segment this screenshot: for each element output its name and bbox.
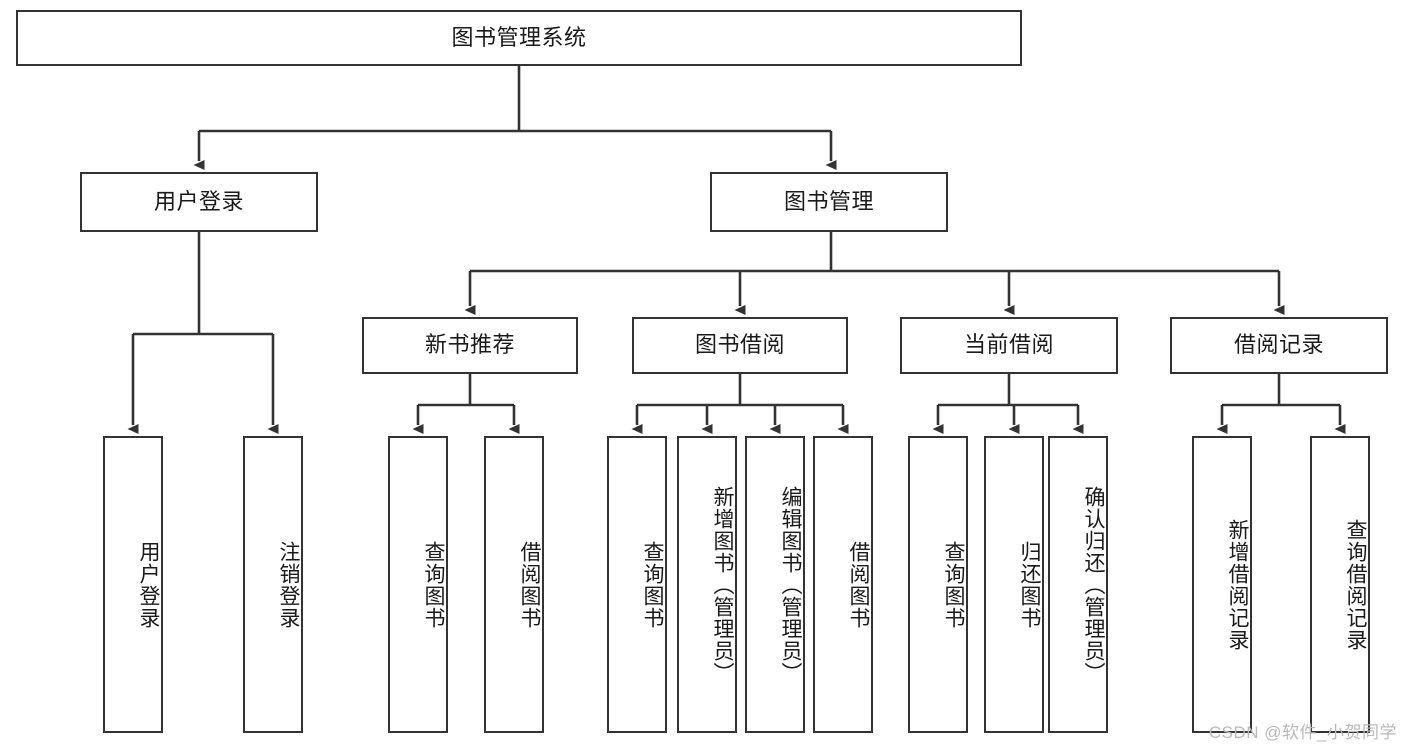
node-user-login[interactable]: 用户登录 <box>80 172 318 232</box>
node-user-login-label: 用户登录 <box>153 188 244 214</box>
node-leaf-query-book-rec-label: 查询图书 <box>422 540 445 629</box>
node-leaf-user-login[interactable]: 用户登录 <box>103 436 163 733</box>
node-book-manage-label: 图书管理 <box>783 188 874 214</box>
node-new-book-recommend-label: 新书推荐 <box>424 332 515 358</box>
node-borrow-record-label: 借阅记录 <box>1233 332 1324 358</box>
node-leaf-borrow-book[interactable]: 借阅图书 <box>813 436 873 733</box>
node-leaf-add-book-admin[interactable]: 新增图书（管理员） <box>677 436 737 733</box>
node-leaf-query-book-borrow-label: 查询图书 <box>641 540 664 629</box>
node-leaf-borrow-book-label: 借阅图书 <box>847 540 870 629</box>
node-leaf-return-book-label: 归还图书 <box>1018 540 1041 629</box>
node-new-book-recommend[interactable]: 新书推荐 <box>362 317 578 374</box>
node-leaf-borrow-book-rec[interactable]: 借阅图书 <box>484 436 544 733</box>
node-leaf-query-book-rec[interactable]: 查询图书 <box>388 436 448 733</box>
node-book-borrow[interactable]: 图书借阅 <box>632 317 848 374</box>
node-root[interactable]: 图书管理系统 <box>16 10 1022 66</box>
node-leaf-edit-book-admin-label: 编辑图书（管理员） <box>779 485 802 684</box>
node-current-borrow-label: 当前借阅 <box>963 332 1054 358</box>
node-leaf-add-book-admin-label: 新增图书（管理员） <box>711 485 734 684</box>
node-leaf-query-book-current-label: 查询图书 <box>942 540 965 629</box>
node-leaf-query-borrow-record-label: 查询借阅记录 <box>1344 518 1367 651</box>
node-leaf-confirm-return-admin[interactable]: 确认归还（管理员） <box>1048 436 1108 733</box>
node-book-borrow-label: 图书借阅 <box>694 332 785 358</box>
node-root-label: 图书管理系统 <box>451 24 587 50</box>
node-current-borrow[interactable]: 当前借阅 <box>900 317 1118 374</box>
node-leaf-query-borrow-record[interactable]: 查询借阅记录 <box>1310 436 1370 733</box>
node-leaf-return-book[interactable]: 归还图书 <box>984 436 1044 733</box>
node-leaf-query-book-current[interactable]: 查询图书 <box>908 436 968 733</box>
node-book-manage[interactable]: 图书管理 <box>710 172 948 232</box>
node-leaf-confirm-return-admin-label: 确认归还（管理员） <box>1082 485 1105 684</box>
node-leaf-user-logout-label: 注销登录 <box>277 540 300 629</box>
node-leaf-user-login-label: 用户登录 <box>137 540 160 629</box>
node-leaf-add-borrow-record-label: 新增借阅记录 <box>1226 518 1249 651</box>
watermark-text: CSDN @软件_小贺同学 <box>1208 723 1397 742</box>
node-leaf-borrow-book-rec-label: 借阅图书 <box>518 540 541 629</box>
node-leaf-query-book-borrow[interactable]: 查询图书 <box>607 436 667 733</box>
node-leaf-add-borrow-record[interactable]: 新增借阅记录 <box>1192 436 1252 733</box>
node-leaf-user-logout[interactable]: 注销登录 <box>243 436 303 733</box>
node-leaf-edit-book-admin[interactable]: 编辑图书（管理员） <box>745 436 805 733</box>
node-borrow-record[interactable]: 借阅记录 <box>1170 317 1388 374</box>
